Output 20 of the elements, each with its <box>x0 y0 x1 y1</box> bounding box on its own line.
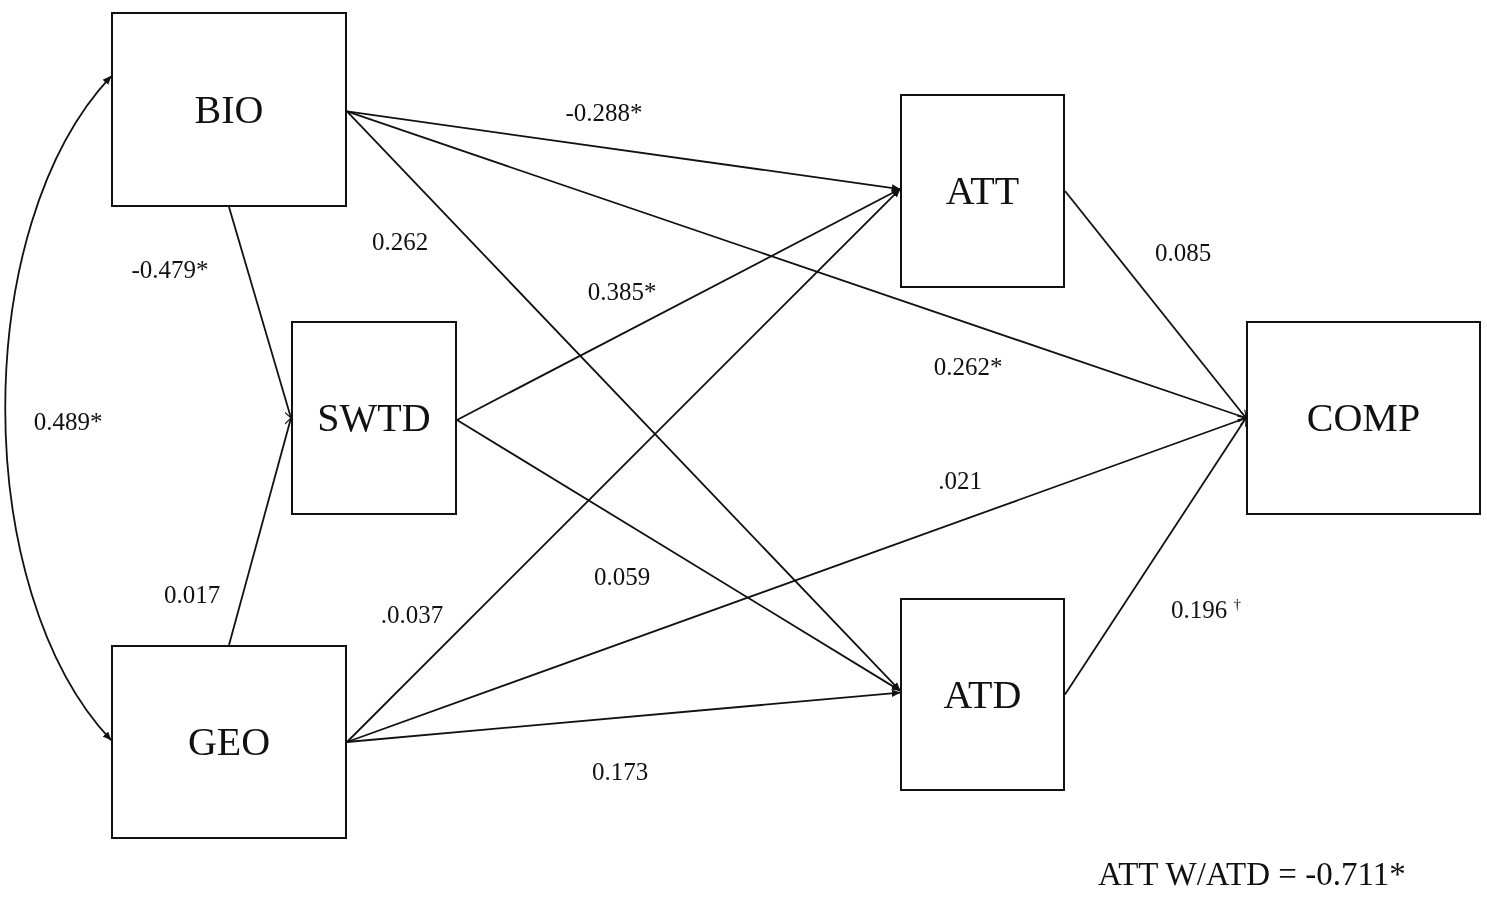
arrow <box>346 689 901 743</box>
arrow <box>1064 417 1247 696</box>
arrow <box>346 188 901 743</box>
variable-name: COMP <box>1306 398 1421 438</box>
variable-name: ATT <box>945 171 1020 211</box>
variable-box <box>111 645 347 839</box>
variable-box <box>291 321 457 515</box>
arrow <box>1064 190 1247 419</box>
arrow <box>456 419 901 692</box>
arrow <box>346 415 1247 743</box>
variable-name: SWTD <box>317 398 431 438</box>
variable-box <box>111 12 347 207</box>
variable-box <box>1246 321 1481 515</box>
variable-box <box>900 94 1065 288</box>
correlation-note: ATT W/ATD = -0.711* <box>1098 856 1406 893</box>
variable-name: GEO <box>187 722 271 762</box>
variable-name: BIO <box>194 89 264 130</box>
arrow <box>4 75 112 741</box>
variable-name: ATD <box>943 674 1022 715</box>
variable-box <box>900 598 1065 791</box>
